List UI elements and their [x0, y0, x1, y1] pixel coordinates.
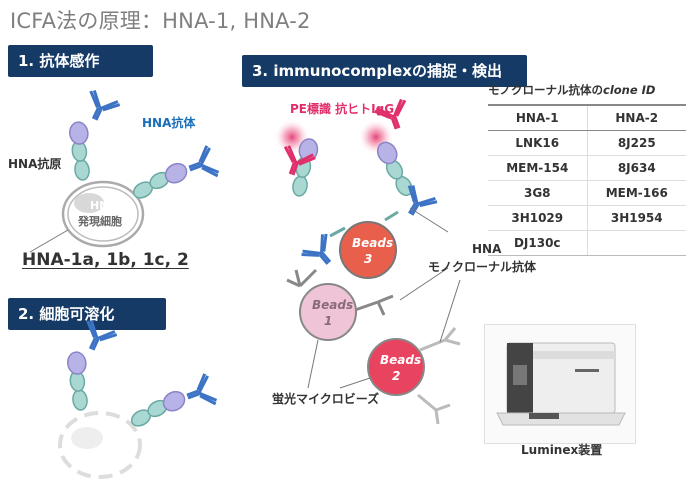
bead-3-number: 3: [364, 252, 373, 266]
bead-2-number: 2: [392, 369, 401, 383]
bead-2-word: Beads: [380, 353, 422, 367]
table-cell: LNK16: [488, 130, 587, 156]
bead-2-icon: [367, 338, 425, 396]
table-header-row: HNA-1 HNA-2: [488, 104, 686, 131]
sensitized-cell: [29, 87, 222, 253]
bead-1-word: Beads: [312, 298, 354, 312]
fluorescent-beads-label: 蛍光マイクロビーズ: [272, 392, 380, 406]
luminex-instrument-panel: [484, 324, 636, 444]
table-cell: 8J634: [586, 155, 686, 181]
table-cell: DJ130c: [488, 230, 587, 256]
antigen-icon: [65, 350, 94, 412]
antibody-icon: [79, 87, 123, 128]
table-cell: 3G8: [488, 180, 587, 206]
table-row: DJ130c: [488, 230, 686, 256]
mono-label-line2: モノクローナル抗体: [428, 260, 537, 274]
table-cell: 3H1029: [488, 205, 587, 231]
table-cell: MEM-166: [586, 180, 686, 206]
antigen-icon: [128, 387, 189, 434]
table-cell: 3H1954: [586, 205, 686, 231]
bead-3-icon: [339, 221, 397, 279]
table-cell: 8J225: [586, 130, 686, 156]
bead-1-number: 1: [324, 314, 333, 328]
clone-id-table-title: モノクローナル抗体のclone ID: [488, 82, 683, 98]
hna-antibody-label: HNA抗体: [142, 116, 196, 130]
step-1-header: 1. 抗体感作: [8, 45, 153, 77]
table-header-hna2: HNA-2: [586, 104, 686, 131]
table-header-hna1: HNA-1: [488, 104, 587, 131]
antibody-icon: [76, 317, 120, 358]
cell-label-line2: 発現細胞: [78, 215, 122, 228]
antibody-icon: [182, 143, 222, 186]
table-cell: [586, 230, 686, 256]
table-title-prefix: モノクローナル抗体の: [488, 83, 603, 97]
capture-diagram: [274, 96, 461, 425]
luminex-label: Luminex装置: [521, 443, 603, 457]
pe-label: PE標識 抗ヒトIgG: [290, 102, 395, 116]
table-title-italic: clone ID: [603, 83, 656, 97]
page-title: ICFA法の原理：HNA-1, HNA-2: [10, 9, 311, 33]
hna-antibody-icon: [298, 230, 343, 275]
table-cell: MEM-154: [488, 155, 587, 181]
cell-label-line1: HNA: [90, 199, 117, 212]
bead-1-icon: [299, 283, 357, 341]
hna-types-label: HNA-1a, 1b, 1c, 2: [22, 250, 189, 270]
bead-3-word: Beads: [352, 236, 394, 250]
step-2-header: 2. 細胞可溶化: [8, 298, 166, 330]
antigen-icon: [130, 159, 191, 206]
antibody-icon: [180, 371, 220, 414]
step-3-header: 3. immunocomplexの捕捉・検出: [242, 55, 527, 87]
hna-antigen-label: HNA抗原: [8, 157, 62, 171]
solubilized-cell: [58, 317, 220, 479]
luminex-instrument-icon: [496, 342, 626, 426]
antigen-icon: [67, 120, 96, 182]
